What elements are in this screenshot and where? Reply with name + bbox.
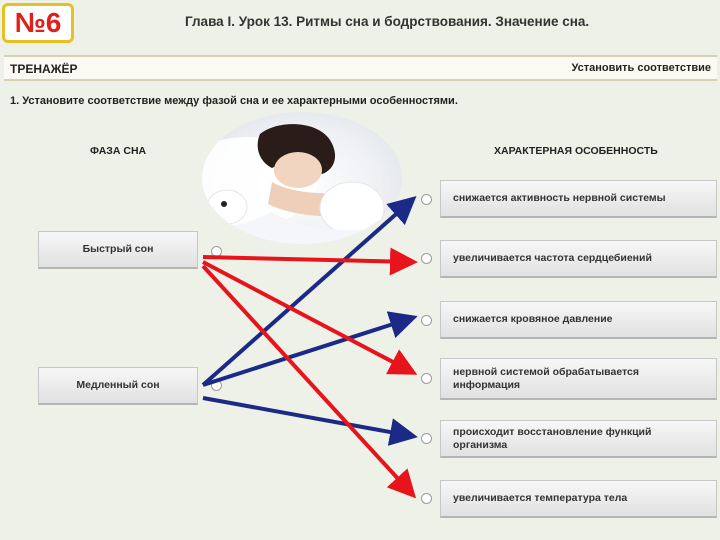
feature-4[interactable]: нервной системой обрабатывается информац…: [440, 358, 717, 400]
phase-slow-sleep[interactable]: Медленный сон: [38, 367, 198, 405]
feature-5[interactable]: происходит восстановление функций органи…: [440, 420, 717, 458]
feature-3[interactable]: снижается кровяное давление: [440, 301, 717, 339]
arrow-fast-to-feature-2: [202, 247, 418, 276]
arrow-slow-to-feature-1: [201, 196, 417, 387]
feature-6[interactable]: увеличивается температура тела: [440, 480, 717, 518]
feature-1-connector[interactable]: [421, 194, 432, 205]
feature-1[interactable]: снижается активность нервной системы: [440, 180, 717, 218]
phase-fast-sleep[interactable]: Быстрый сон: [38, 231, 198, 269]
feature-6-connector[interactable]: [421, 493, 432, 504]
feature-3-connector[interactable]: [421, 315, 432, 326]
feature-2-connector[interactable]: [421, 253, 432, 264]
trainer-label: ТРЕНАЖЁР: [10, 62, 78, 76]
feature-2[interactable]: увеличивается частота сердцебиений: [440, 240, 717, 278]
lesson-title: Глава I. Урок 13. Ритмы сна и бодрствова…: [185, 14, 590, 29]
left-column-header: ФАЗА СНА: [90, 145, 147, 157]
arrow-fast-to-feature-6: [201, 264, 417, 499]
right-column-header: ХАРАКТЕРНАЯ ОСОБЕННОСТЬ: [494, 145, 658, 157]
arrow-slow-to-feature-5: [202, 396, 418, 446]
trainer-mode: Установить соответствие: [571, 62, 711, 74]
question-text: 1. Установите соответствие между фазой с…: [10, 95, 458, 107]
trainer-bar: ТРЕНАЖЁР Установить соответствие: [4, 55, 717, 81]
arrow-fast-to-feature-4: [202, 260, 418, 375]
feature-5-connector[interactable]: [421, 433, 432, 444]
arrow-slow-to-feature-3: [202, 311, 418, 387]
feature-4-connector[interactable]: [421, 373, 432, 384]
slide-number-badge: №6: [2, 3, 74, 43]
